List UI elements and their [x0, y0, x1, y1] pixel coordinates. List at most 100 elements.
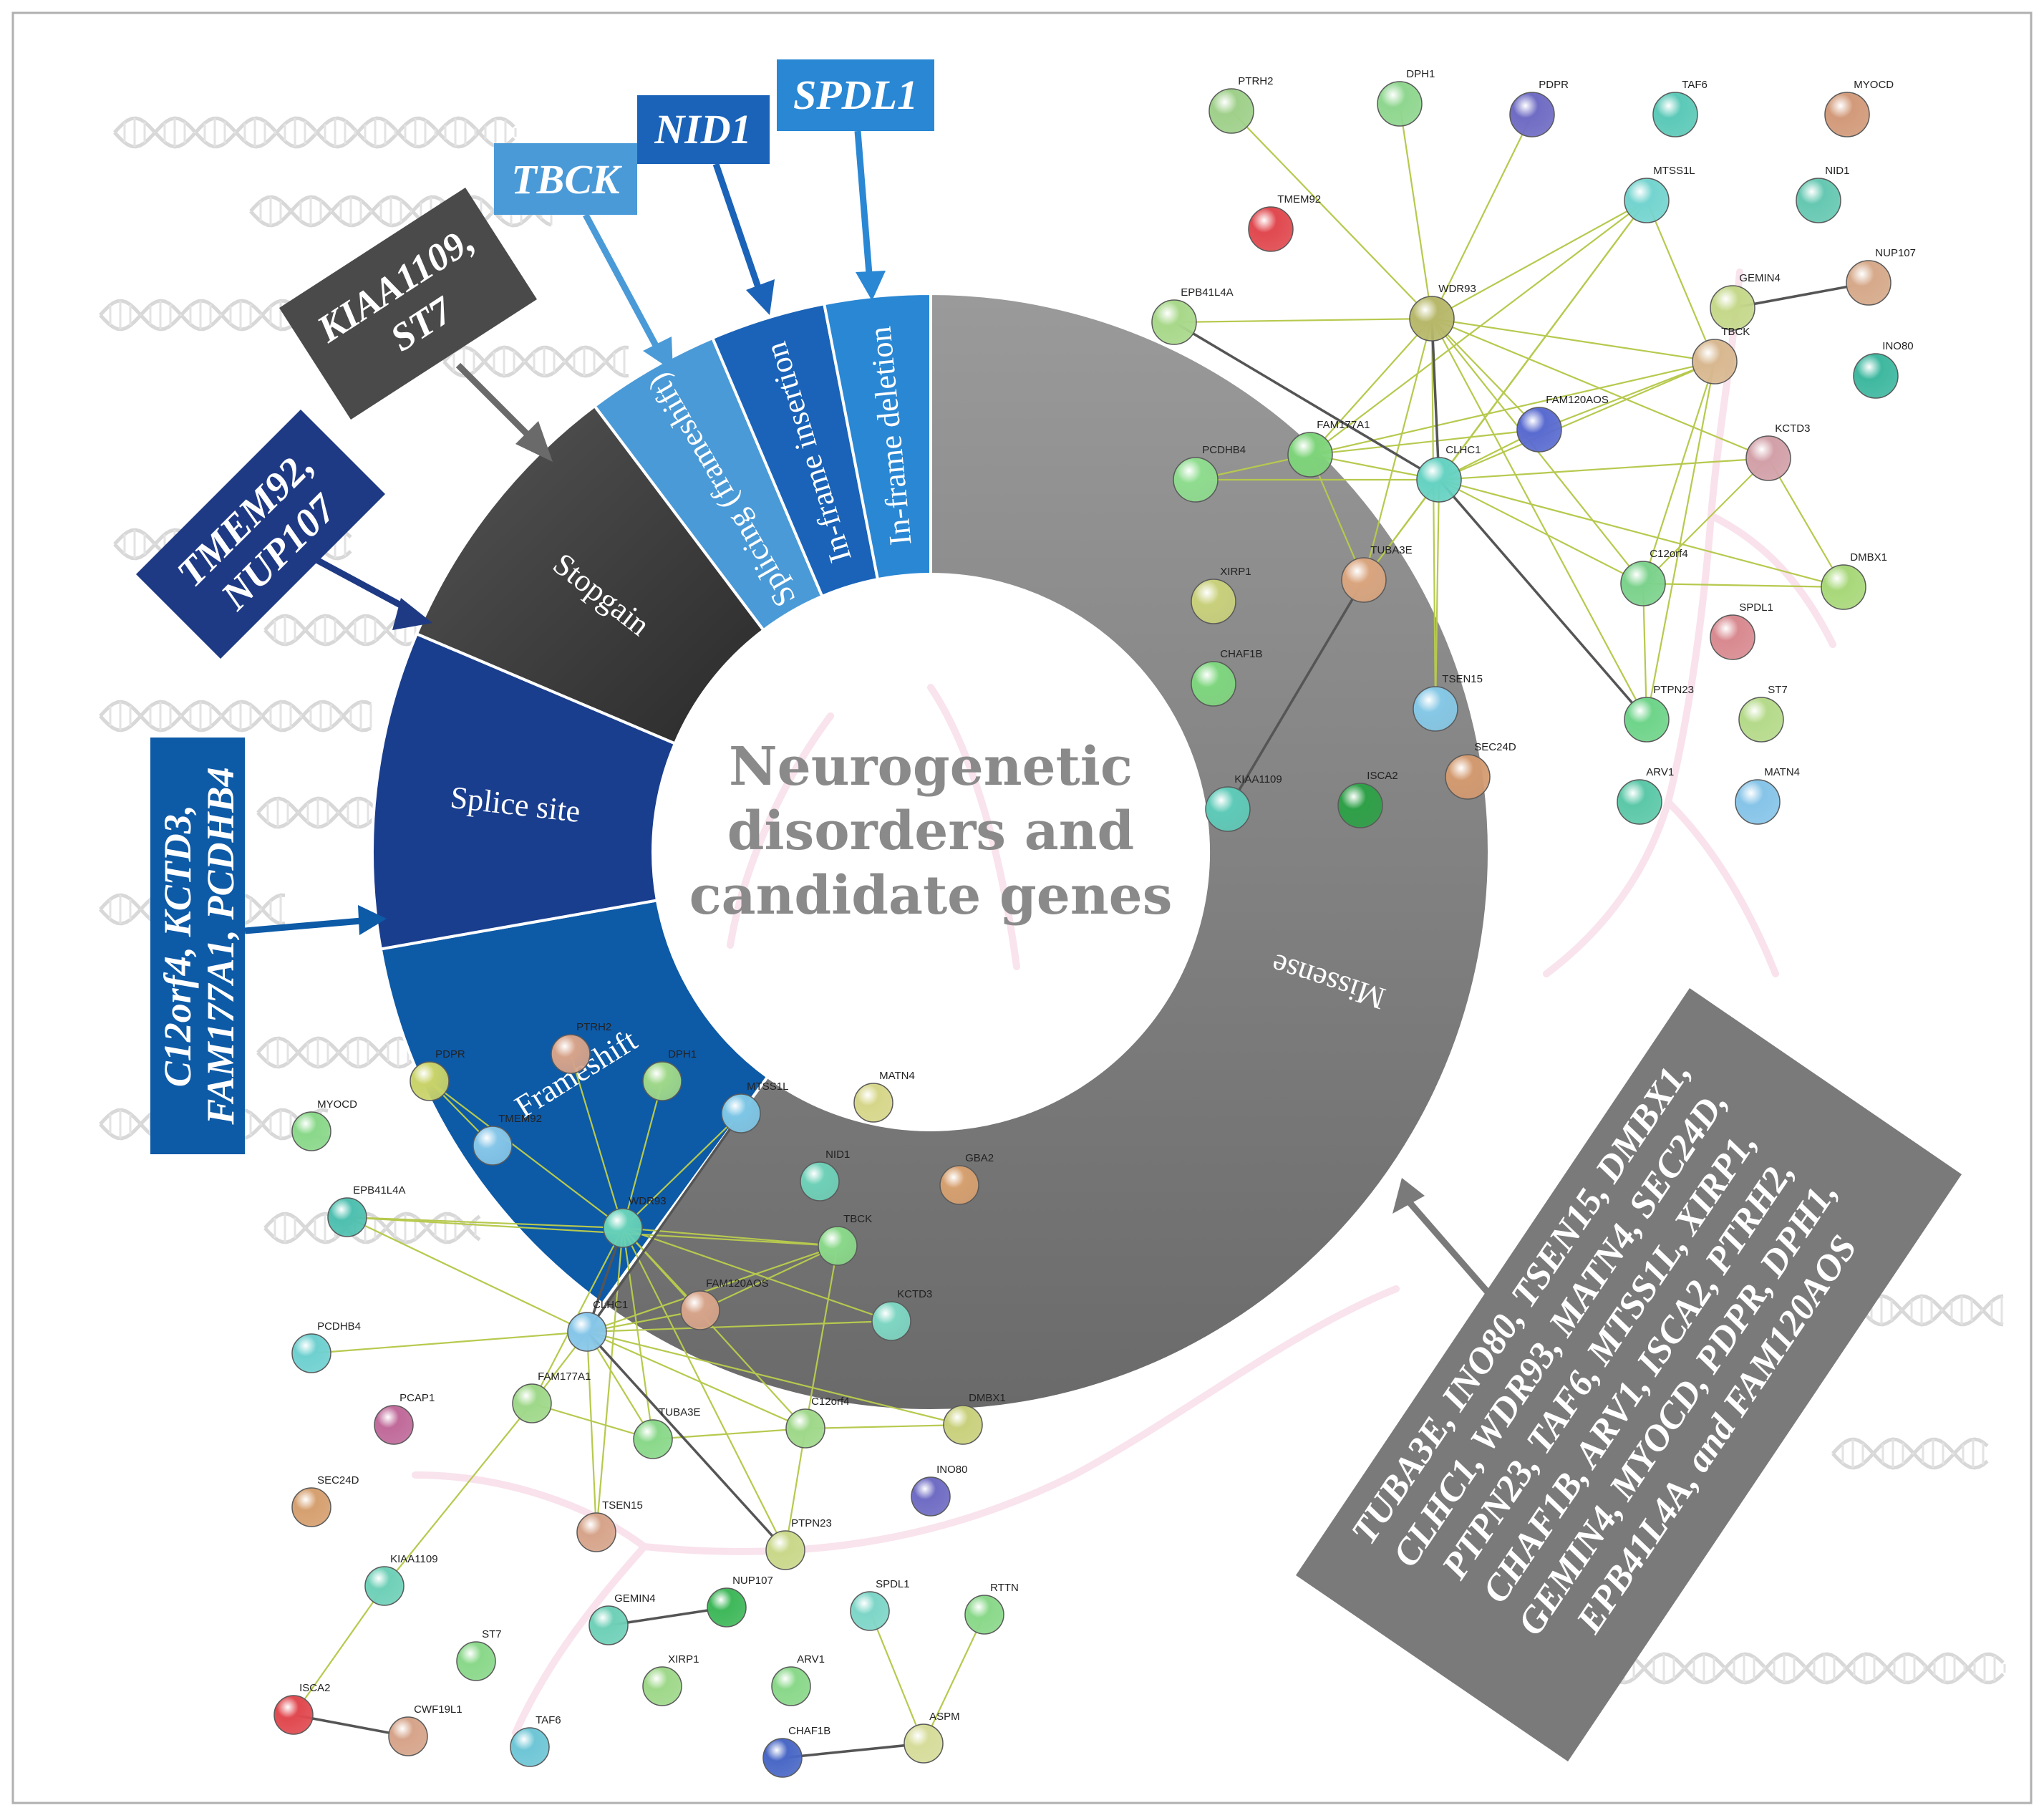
- bottom-network-node-kctd3: KCTD3: [871, 1288, 932, 1341]
- node-label: PTRH2: [576, 1021, 611, 1033]
- bottom-network-node-gba2: GBA2: [939, 1152, 994, 1205]
- top-network-node-nid1: NID1: [1796, 165, 1849, 223]
- dna-helix: [1831, 1437, 1989, 1470]
- node-label: GEMIN4: [614, 1592, 656, 1605]
- bottom-network-node-cwf19l1: CWF19L1: [388, 1703, 462, 1756]
- top-network-strong-edge: [1226, 579, 1365, 810]
- callout-kiaa1109-arrow: [455, 362, 533, 440]
- bottom-network-node-tsen15: TSEN15: [576, 1499, 643, 1552]
- callout-tbck-text: TBCK: [511, 156, 622, 203]
- callout-tbck-box: [494, 143, 637, 215]
- top-network-edge: [1309, 360, 1715, 456]
- top-network-strong-edge: [1438, 478, 1648, 721]
- protein-node-icon: [1248, 206, 1294, 252]
- top-network-node-xirp1: XIRP1: [1191, 566, 1251, 624]
- node-label: MYOCD: [1854, 79, 1894, 91]
- bottom-network-node-rttn: RTTN: [964, 1582, 1019, 1635]
- bottom-network-node-mtss1l: MTSS1L: [721, 1080, 788, 1133]
- bottom-network-edge: [621, 1080, 664, 1229]
- bottom-network-edge: [805, 1423, 964, 1430]
- top-network-edge: [1642, 458, 1769, 584]
- node-label: SPDL1: [876, 1578, 910, 1590]
- center-title-line-3: candidate genes: [689, 865, 1173, 927]
- protein-node-icon: [327, 1197, 367, 1237]
- bottom-network-edge: [868, 1610, 925, 1744]
- protein-node-icon: [943, 1405, 983, 1445]
- top-network-node-matn4: MATN4: [1735, 766, 1800, 825]
- top-network-edge: [1309, 318, 1433, 455]
- node-label: ISCA2: [1367, 770, 1398, 782]
- bottom-network-node-ptpn23: PTPN23: [765, 1517, 832, 1570]
- top-network-node-st7: ST7: [1738, 684, 1788, 743]
- protein-node-icon: [1205, 786, 1251, 832]
- bottom-network-node-epb41l4a: EPB41L4A: [327, 1184, 405, 1237]
- protein-node-icon: [1624, 697, 1670, 743]
- node-label: DMBX1: [969, 1392, 1006, 1404]
- protein-node-icon: [765, 1530, 805, 1570]
- top-network-strong-edge: [1173, 321, 1440, 481]
- node-label: DPH1: [1406, 68, 1435, 80]
- node-label: WDR93: [1438, 283, 1476, 295]
- bottom-network-node-tbck: TBCK: [818, 1213, 872, 1266]
- protein-node-icon: [410, 1061, 450, 1101]
- callout-spdl1-box: [777, 59, 934, 131]
- protein-node-icon: [1337, 783, 1383, 828]
- protein-node-icon: [1287, 432, 1333, 478]
- top-network-node-tbck: TBCK: [1692, 326, 1750, 385]
- bottom-network-strong-edge: [586, 1330, 787, 1552]
- bottom-network-edge: [586, 1320, 892, 1333]
- top-network-node-pdpr: PDPR: [1509, 79, 1569, 137]
- top-network-node-spdl1: SPDL1: [1710, 601, 1773, 660]
- bottom-network-node-taf6: TAF6: [510, 1714, 561, 1767]
- bottom-network-edge: [586, 1330, 806, 1430]
- bottom-network-node-dph1: DPH1: [642, 1048, 697, 1101]
- top-network-node-fam120aos: FAM120AOS: [1516, 394, 1609, 453]
- protein-node-icon: [818, 1226, 858, 1266]
- node-label: TBCK: [1721, 326, 1750, 338]
- top-network-node-kiaa1109: KIAA1109: [1205, 773, 1282, 832]
- top-network-edge: [1362, 318, 1433, 581]
- callout-tbck: TBCK: [494, 143, 673, 371]
- node-label: TMEM92: [1277, 193, 1321, 206]
- bottom-network-edge: [311, 1330, 588, 1355]
- bottom-network-node-wdr93: WDR93: [603, 1195, 667, 1248]
- bottom-network-node-clhc1: CLHC1: [567, 1299, 628, 1352]
- protein-node-icon: [853, 1083, 893, 1123]
- bottom-network-node-c12orf4: C12orf4: [785, 1396, 849, 1449]
- bottom-network-node-nup107: NUP107: [707, 1575, 773, 1628]
- bottom-network-strong-edge: [608, 1606, 727, 1627]
- node-label: NUP107: [732, 1575, 773, 1587]
- figure-border: [11, 11, 2033, 1804]
- callout-missense-arrowhead: [1392, 1178, 1425, 1214]
- callout-c12orf4-box: [150, 738, 245, 1154]
- node-label: GBA2: [965, 1152, 994, 1164]
- protein-node-icon: [964, 1595, 1004, 1635]
- node-label: ARV1: [797, 1653, 825, 1665]
- top-network-strong-edge: [1732, 281, 1869, 309]
- top-network-node-fam177a1: FAM177A1: [1287, 419, 1370, 478]
- bottom-network-strong-edge: [586, 1112, 742, 1333]
- node-label: WDR93: [629, 1195, 667, 1207]
- protein-node-icon: [642, 1666, 682, 1706]
- node-label: TUBA3E: [1370, 544, 1412, 556]
- callout-kiaa1109-box: [279, 188, 537, 420]
- callout-tmem92-arrow: [299, 548, 416, 615]
- bottom-network-edge: [347, 1217, 588, 1333]
- bottom-network-edge: [622, 1227, 806, 1429]
- bottom-network-edge: [586, 1331, 598, 1533]
- node-label: MTSS1L: [747, 1080, 788, 1093]
- protein-node-icon: [1413, 686, 1458, 732]
- node-label: NID1: [825, 1149, 850, 1161]
- protein-node-icon: [567, 1312, 607, 1352]
- top-network-node-ptrh2: PTRH2: [1209, 75, 1273, 134]
- protein-node-icon: [1624, 178, 1670, 223]
- node-label: ISCA2: [299, 1682, 330, 1694]
- callout-c12orf4: C12orf4, KCTD3, FAM177A1, PCDHB4: [150, 738, 387, 1154]
- protein-node-icon: [1377, 81, 1423, 127]
- bottom-network-edge: [531, 1402, 654, 1441]
- bottom-network-edge: [347, 1216, 838, 1247]
- bottom-network-node-gemin4: GEMIN4: [589, 1592, 656, 1645]
